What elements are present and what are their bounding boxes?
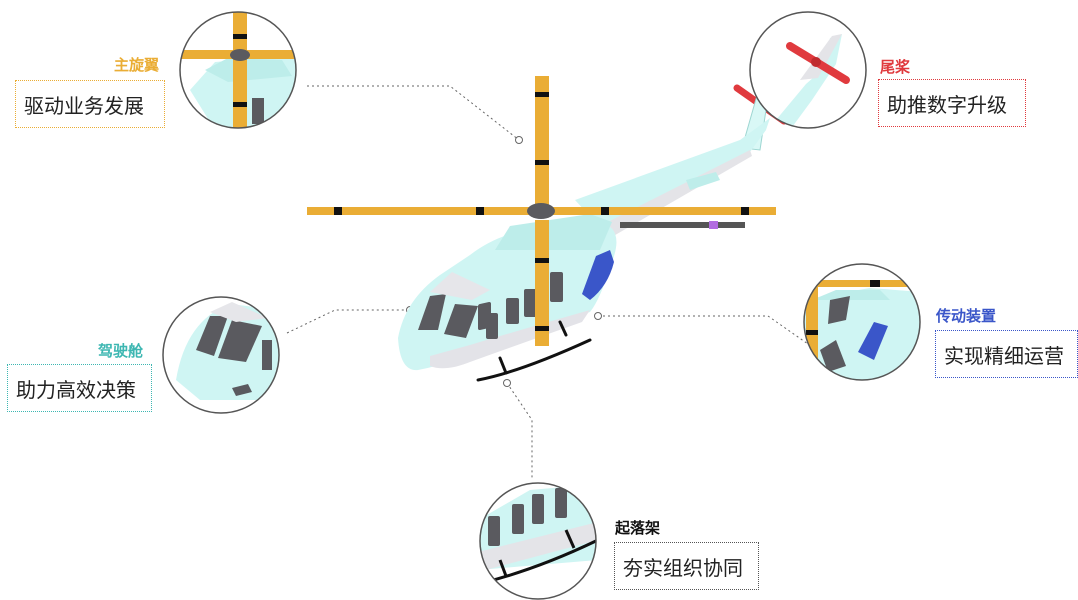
zoom-landing-gear	[479, 482, 597, 600]
transmission-desc: 实现精细运营	[935, 330, 1078, 378]
cockpit-window-right	[444, 304, 478, 338]
zoom-cockpit	[162, 296, 280, 414]
rotor-hub	[527, 203, 555, 219]
leader-lines	[286, 85, 809, 480]
cockpit-top	[430, 272, 490, 300]
zoom-main-rotor	[179, 11, 297, 129]
main-rotor-title: 主旋翼	[114, 56, 160, 74]
helicopter	[307, 76, 788, 382]
leader-main-rotor	[307, 85, 520, 141]
fuselage-belly	[430, 310, 590, 369]
landing-gear-desc: 夯实组织协同	[614, 542, 759, 590]
anchor-main-rotor	[515, 136, 523, 144]
anchor-transmission	[594, 312, 602, 320]
rotor-blade-left	[307, 207, 540, 215]
rotor-blade-right	[545, 207, 776, 215]
main-rotor	[307, 76, 776, 346]
leader-transmission	[598, 315, 809, 345]
cockpit-title: 驾驶舱	[98, 342, 144, 360]
landing-gear	[476, 320, 592, 382]
anchor-landing-gear	[503, 379, 511, 387]
landing-gear-title: 起落架	[615, 519, 661, 537]
zoom-tail-rotor	[749, 11, 867, 129]
zoom-transmission	[803, 263, 921, 381]
engine-cowling	[495, 214, 612, 250]
leader-landing-gear	[506, 382, 533, 480]
tail-rotor-desc: 助推数字升级	[878, 79, 1026, 127]
transmission-title: 传动装置	[936, 307, 997, 325]
horizontal-stabilizer	[686, 172, 720, 190]
main-rotor-desc: 驱动业务发展	[15, 80, 165, 128]
rotor-blade-down	[535, 220, 549, 346]
cockpit-window-left	[418, 294, 446, 330]
leader-cockpit	[286, 309, 410, 334]
rotor-blade-up	[535, 76, 549, 206]
transmission-panel	[582, 250, 614, 300]
cockpit-desc: 助力高效决策	[7, 364, 152, 412]
tail-rotor-title: 尾桨	[880, 58, 911, 76]
